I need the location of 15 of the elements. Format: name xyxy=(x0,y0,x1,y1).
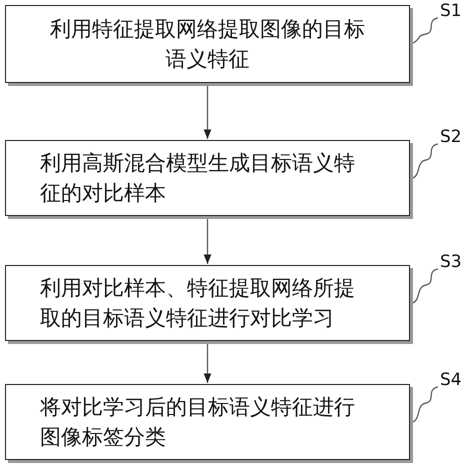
leader-line xyxy=(412,386,438,422)
step-label: S2 xyxy=(440,128,462,146)
arrow xyxy=(204,344,212,383)
leader-line xyxy=(412,17,438,44)
arrow xyxy=(204,219,212,264)
leader-line xyxy=(412,143,438,178)
leader-line xyxy=(412,268,438,304)
process-box: 利用对比样本、特征提取网络所提取的目标语义特征进行对比学习 xyxy=(5,265,410,341)
step-label: S4 xyxy=(440,371,462,389)
process-box: 利用特征提取网络提取图像的目标语义特征 xyxy=(5,5,410,83)
arrow xyxy=(204,86,212,139)
step-label: S3 xyxy=(440,253,462,271)
process-box: 利用高斯混合模型生成目标语义特征的对比样本 xyxy=(5,140,410,216)
process-box: 将对比学习后的目标语义特征进行图像标签分类 xyxy=(5,384,410,460)
step-label: S1 xyxy=(440,2,462,20)
